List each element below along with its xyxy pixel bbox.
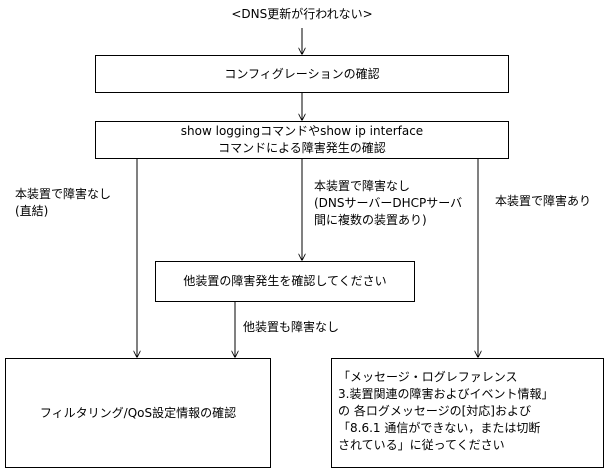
message-ref-line5: されている」に従ってください (338, 438, 505, 452)
label-other-no-fault: 他装置も障害なし (243, 320, 340, 334)
config-check-box: コンフィグレーションの確認 (95, 55, 509, 93)
other-device-text: 他装置の障害発生を確認してください (183, 274, 387, 288)
filtering-text: フィルタリング/QoS設定情報の確認 (39, 405, 237, 420)
flowchart-title: <DNS更新が行われない> (231, 7, 373, 21)
config-check-text: コンフィグレーションの確認 (224, 66, 380, 81)
message-ref-line1: 「メッセージ・ログレファレンス (338, 370, 518, 384)
label-no-fault-dns: 本装置で障害なし (DNSサーバーDHCPサーバ 間に複数の装置あり) (314, 179, 463, 227)
show-logging-line2: コマンドによる障害発生の確認 (218, 141, 386, 155)
show-logging-box: show loggingコマンドやshow ip interface コマンドに… (95, 121, 509, 159)
show-logging-line1: show loggingコマンドやshow ip interface (180, 124, 424, 138)
message-ref-line3: の 各ログメッセージの[対応]および (338, 404, 531, 418)
label-fault-exists: 本装置で障害あり (495, 194, 592, 208)
message-ref-line2: 3.装置関連の障害およびイベント情報」 (338, 387, 554, 401)
filtering-box: フィルタリング/QoS設定情報の確認 (5, 358, 271, 468)
message-reference-box: 「メッセージ・ログレファレンス 3.装置関連の障害およびイベント情報」 の 各ロ… (331, 358, 604, 468)
other-device-box: 他装置の障害発生を確認してください (155, 261, 415, 302)
message-ref-line4: 「8.6.1 通信ができない，または切断 (338, 421, 541, 435)
label-no-fault-direct: 本装置で障害なし (直結) (15, 187, 112, 218)
